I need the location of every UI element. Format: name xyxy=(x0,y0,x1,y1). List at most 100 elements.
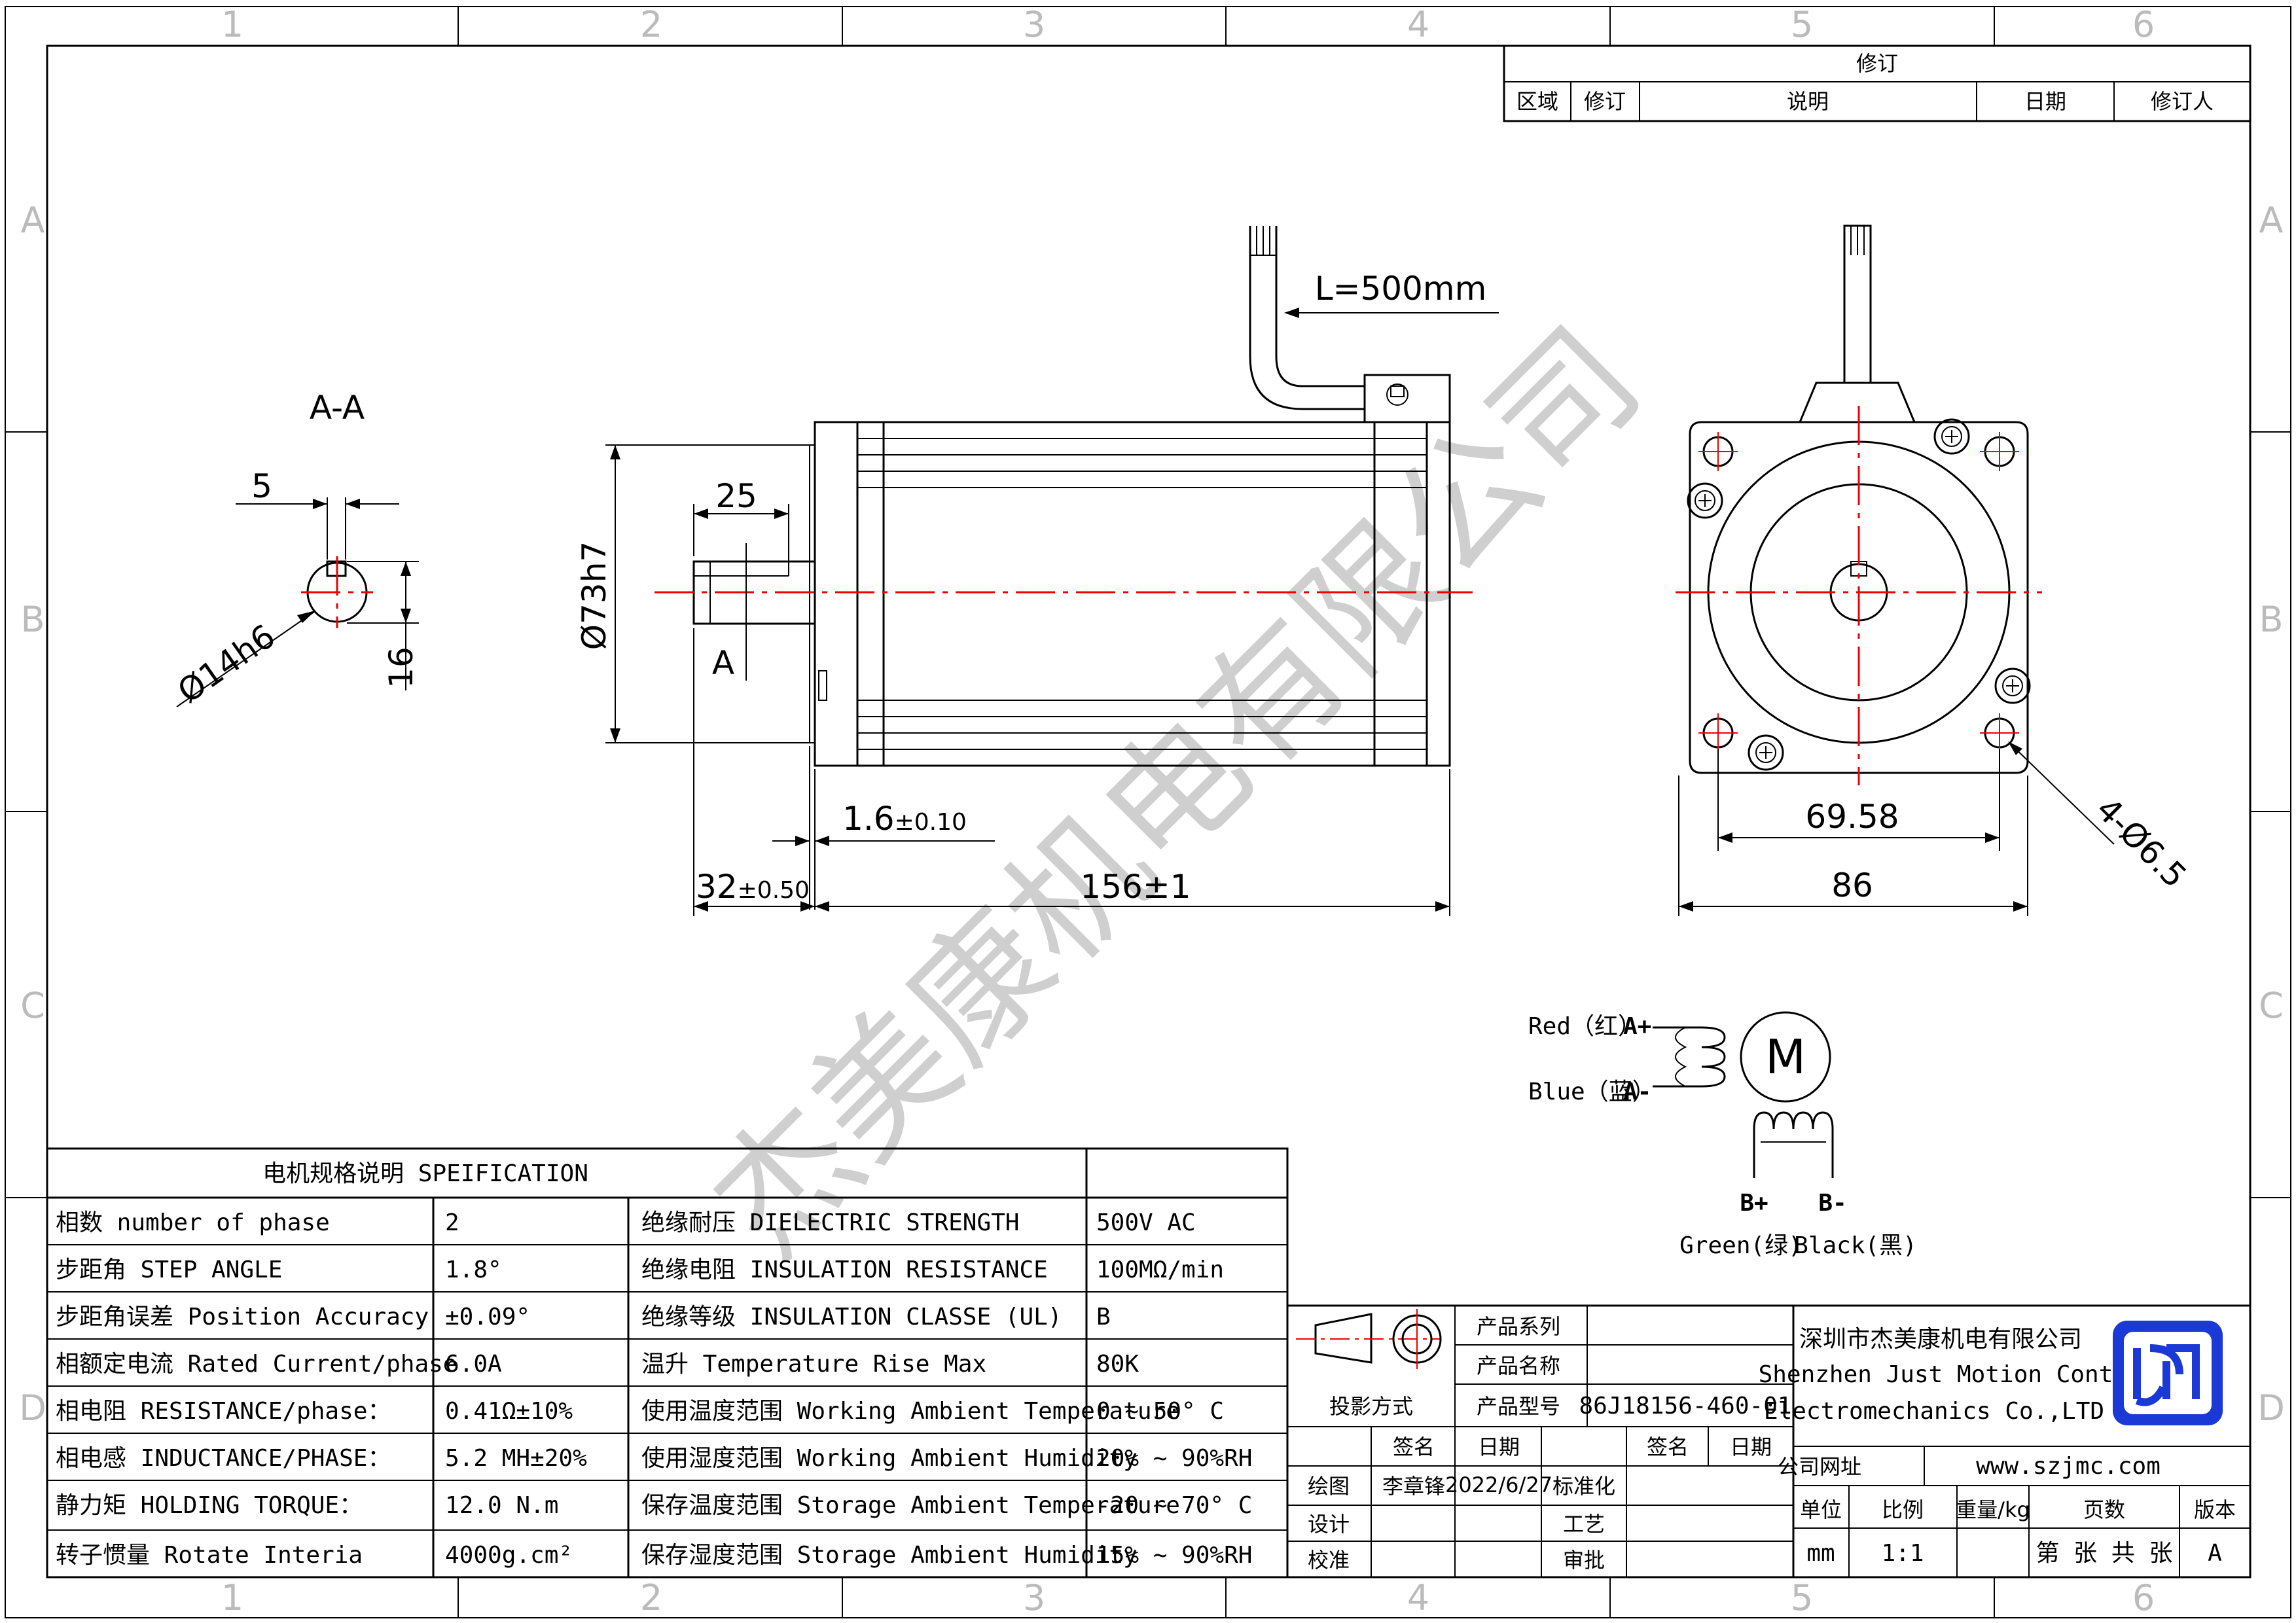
zone-numbers-top: 1 2 3 4 5 6 xyxy=(221,4,2155,45)
section-title: A-A xyxy=(310,389,365,427)
zone-numbers-bottom: 1 2 3 4 5 6 xyxy=(221,1577,2155,1618)
drawn-date: 2022/6/27 xyxy=(1445,1472,1552,1497)
design-label: 设计 xyxy=(1308,1512,1350,1537)
b-plus-color-label: Green(绿) xyxy=(1679,1232,1803,1259)
spec-table-title: 电机规格说明 SPEIFICATION xyxy=(262,1160,588,1187)
date-label: 日期 xyxy=(1478,1435,1520,1459)
date-label: 日期 xyxy=(1730,1435,1772,1459)
spec-cell-right-value: 500V AC xyxy=(1096,1209,1196,1236)
a-minus-color-label: Blue（蓝） xyxy=(1528,1079,1656,1105)
shaft-diameter-dim: Ø14h6 xyxy=(171,617,282,711)
spec-cell-left-value: 2 xyxy=(445,1209,459,1236)
website: www.szjmc.com xyxy=(1976,1453,2161,1480)
hole-spacing-dim: 69.58 xyxy=(1805,798,1899,836)
spec-cell-left-value: 6.0A xyxy=(445,1351,502,1378)
product-series-label: 产品系列 xyxy=(1477,1314,1560,1339)
zone-letter: C xyxy=(2259,985,2284,1026)
watermark-text: 杰美康机电有限公司 xyxy=(682,298,1670,1287)
spec-cell-right-value: 20% ~ 90%RH xyxy=(1096,1445,1252,1472)
company-name-cn: 深圳市杰美康机电有限公司 xyxy=(1799,1326,2082,1353)
a-minus-label: A- xyxy=(1623,1079,1651,1105)
flange-thickness-dim: 1.6±0.10 xyxy=(842,800,967,838)
mounting-hole xyxy=(1698,713,1738,753)
pages-value: 第 张 共 张 xyxy=(2036,1540,2172,1567)
scale-value: 1:1 xyxy=(1881,1540,1924,1567)
zone-letter: B xyxy=(20,599,45,640)
zone-number: 4 xyxy=(1407,1577,1429,1618)
b-plus-label: B+ xyxy=(1740,1190,1768,1217)
shaft-extension-value: 32 xyxy=(696,868,738,906)
spec-cell-right-value: 100MΩ/min xyxy=(1096,1257,1224,1283)
projection-label: 投影方式 xyxy=(1329,1394,1413,1419)
mounting-hole xyxy=(1698,432,1738,471)
flange-thickness-tolerance: ±0.10 xyxy=(895,809,967,836)
version-value: A xyxy=(2208,1540,2222,1567)
flange-width-dim: 86 xyxy=(1831,866,1873,904)
revision-header: 说明 xyxy=(1787,89,1829,114)
body-diameter-dim: Ø73h7 xyxy=(575,541,613,650)
product-name-label: 产品名称 xyxy=(1477,1353,1560,1378)
zone-letter: D xyxy=(19,1387,46,1429)
mounting-hole xyxy=(1980,713,2019,753)
revision-block: 修订 区域 修订 说明 日期 修订人 xyxy=(1503,45,2251,122)
company-name-en-2: Electromechanics Co.,LTD xyxy=(1764,1398,2104,1425)
zone-number: 6 xyxy=(2132,4,2155,45)
drawn-by: 李章锋 xyxy=(1382,1474,1445,1499)
spec-cell-right-value: 0 ~ 50° C xyxy=(1096,1398,1224,1425)
zone-letters-left: A B C D xyxy=(19,200,46,1429)
spec-cell-right-label: 使用湿度范围 Working Ambient Humidity xyxy=(641,1445,1138,1472)
version-label: 版本 xyxy=(2194,1497,2236,1522)
shaft-extension-dim: 32±0.50 xyxy=(696,868,810,906)
zone-number: 3 xyxy=(1023,4,1045,45)
zone-letter: A xyxy=(21,200,45,241)
drawn-label: 绘图 xyxy=(1308,1474,1350,1499)
spec-cell-left-label: 相电阻 RESISTANCE/phase： xyxy=(56,1398,391,1425)
title-block: 投影方式 产品系列 产品名称 产品型号 86J18156-460-01 签名 日… xyxy=(1286,1304,2251,1578)
zone-letter: A xyxy=(2259,200,2284,241)
company-logo xyxy=(2113,1321,2223,1425)
zone-letter: D xyxy=(2257,1387,2285,1429)
zone-number: 1 xyxy=(221,4,243,45)
spec-cell-right-value: 80K xyxy=(1096,1351,1139,1378)
phase-b-coil-icon xyxy=(1753,1111,1834,1178)
revision-header: 修订 xyxy=(1584,89,1626,114)
zone-number: 5 xyxy=(1791,1577,1813,1618)
mounting-hole xyxy=(1980,432,2019,471)
revision-header: 修订人 xyxy=(2151,89,2214,114)
spec-cell-right-value: -20 ~ 70° C xyxy=(1096,1492,1252,1519)
spec-cell-left-label: 步距角误差 Position Accuracy xyxy=(56,1304,429,1330)
unit-label: 单位 xyxy=(1800,1497,1842,1522)
flange-thickness-value: 1.6 xyxy=(842,800,895,838)
spec-cell-right-label: 使用温度范围 Working Ambient Temperature xyxy=(641,1398,1180,1425)
zone-letters-right: A B C D xyxy=(2257,200,2285,1429)
wiring-diagram: Red（红） A+ Blue（蓝） A- M B+ B- Green(绿) Bl… xyxy=(1528,1011,1917,1259)
watermark: 杰美康机电有限公司 xyxy=(682,298,1670,1287)
product-model-label: 产品型号 xyxy=(1477,1394,1560,1419)
spec-cell-right-label: 保存温度范围 Storage Ambient Temperature xyxy=(641,1492,1180,1519)
phase-a-coil-icon xyxy=(1653,1026,1726,1088)
spec-cell-left-label: 相额定电流 Rated Current/phase xyxy=(56,1351,457,1378)
spec-cell-left-value: 12.0 N.m xyxy=(445,1492,558,1519)
pages-label: 页数 xyxy=(2083,1497,2125,1522)
shaft-length-dim: 25 xyxy=(715,477,757,515)
zone-number: 2 xyxy=(640,4,662,45)
spec-cell-right-label: 绝缘耐压 DIELECTRIC STRENGTH xyxy=(641,1209,1019,1236)
zone-number: 3 xyxy=(1023,1577,1045,1618)
spec-cell-right-label: 温升 Temperature Rise Max xyxy=(641,1351,986,1378)
screw-icon xyxy=(1933,418,1970,455)
product-model: 86J18156-460-01 xyxy=(1579,1393,1791,1419)
spec-cell-left-value: ±0.09° xyxy=(445,1304,530,1330)
shaft-extension-tolerance: ±0.50 xyxy=(738,877,810,904)
unit-value: mm xyxy=(1806,1540,1835,1567)
motor-side-view: L=500mm 25 A xyxy=(575,226,1499,916)
screw-icon xyxy=(1687,482,1723,519)
spec-cell-left-value: 1.8° xyxy=(445,1257,502,1283)
motor-symbol: M xyxy=(1765,1029,1806,1084)
spec-cell-right-label: 绝缘等级 INSULATION CLASSE (UL) xyxy=(641,1304,1062,1330)
sign-label: 签名 xyxy=(1393,1435,1435,1459)
process-label: 工艺 xyxy=(1563,1512,1605,1537)
zone-number: 4 xyxy=(1407,4,1429,45)
spec-cell-right-value: B xyxy=(1096,1304,1111,1330)
revision-header: 日期 xyxy=(2024,89,2066,114)
